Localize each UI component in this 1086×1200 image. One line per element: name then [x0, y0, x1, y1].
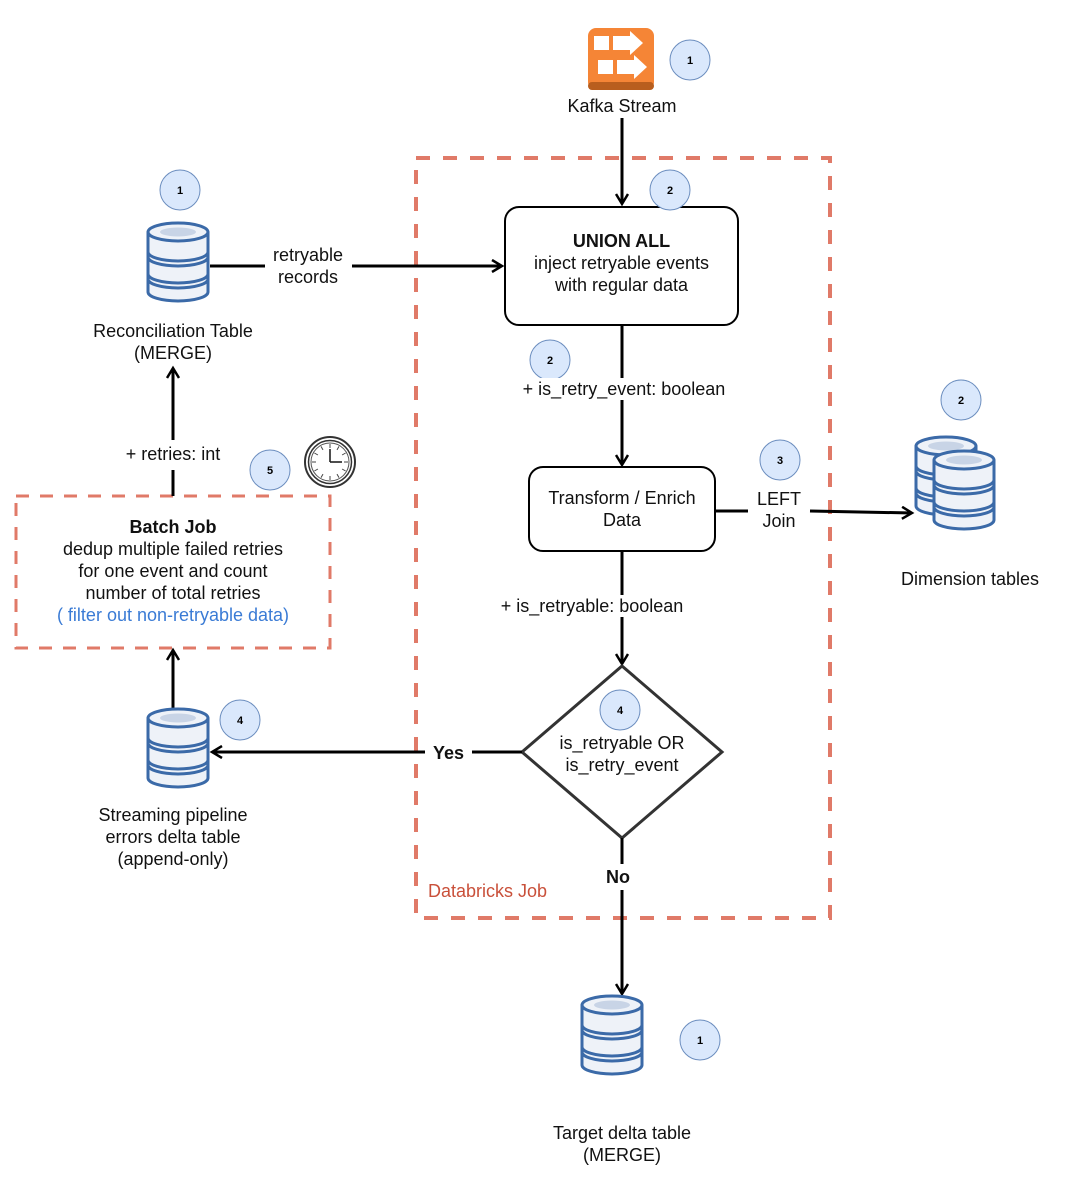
batch-job-line3: number of total retries [85, 583, 261, 603]
badge-errors: 4 [219, 699, 261, 741]
batch-job-title: Batch Job [129, 517, 217, 537]
svg-text:2: 2 [547, 355, 553, 367]
svg-text:5: 5 [267, 465, 273, 477]
left-join-line1: LEFT [756, 489, 801, 509]
batch-job-line1: dedup multiple failed retries [62, 539, 284, 559]
is-retry-event-label: + is_retry_event: boolean [500, 378, 748, 400]
union-all-text: UNION ALL inject retryable events with r… [505, 230, 738, 296]
batch-job-text: Batch Job dedup multiple failed retries … [16, 516, 330, 626]
retries-label: + retries: int [125, 444, 221, 464]
badge-retry-event: 2 [529, 339, 571, 381]
svg-text:4: 4 [617, 705, 624, 717]
transform-line2: Data [602, 510, 642, 530]
transform-line1: Transform / Enrich [548, 488, 696, 508]
target-table-line1: Target delta table [552, 1123, 692, 1143]
svg-text:2: 2 [667, 185, 673, 197]
union-all-title: UNION ALL [572, 231, 671, 251]
badge-dimension: 2 [940, 379, 982, 421]
badge-reconciliation: 1 [159, 169, 201, 211]
errors-table-line3: (append-only) [117, 849, 229, 869]
databricks-job-label: Databricks Job [428, 881, 548, 901]
arrow-join-to-dimension [809, 511, 912, 513]
batch-job-line2: for one event and count [78, 561, 268, 581]
retryable-records-label: retryable records [262, 244, 354, 288]
reconciliation-line1: Reconciliation Table [93, 321, 253, 341]
errors-table-line1: Streaming pipeline [98, 805, 248, 825]
decision-line2: is_retry_event [565, 755, 679, 775]
svg-text:2: 2 [958, 395, 964, 407]
retryable-records-line2: records [277, 267, 339, 287]
svg-text:1: 1 [697, 1035, 703, 1047]
decision-yes-label: Yes [432, 743, 465, 763]
target-table-line2: (MERGE) [583, 1145, 661, 1165]
transform-text: Transform / Enrich Data [529, 487, 715, 531]
decision-line1: is_retryable OR [559, 733, 685, 753]
decision-no-label: No [598, 866, 638, 888]
reconciliation-line2: (MERGE) [134, 343, 212, 363]
batch-job-note: ( filter out non-retryable data) [56, 605, 290, 625]
badge-kafka: 1 [669, 39, 711, 81]
is-retryable-label: + is_retryable: boolean [478, 595, 706, 617]
retryable-records-line1: retryable [272, 245, 344, 265]
badge-target: 1 [679, 1019, 721, 1061]
dimension-tables-icon [914, 435, 996, 531]
union-all-line1: inject retryable events [533, 253, 710, 273]
svg-text:1: 1 [687, 55, 693, 67]
kafka-stream-icon [588, 28, 654, 90]
errors-table-icon [146, 707, 210, 789]
svg-text:4: 4 [237, 715, 244, 727]
clock-icon [304, 436, 356, 488]
left-join-line2: Join [762, 511, 796, 531]
left-join-label: LEFT Join [748, 488, 810, 532]
badge-left-join: 3 [759, 439, 801, 481]
target-table-label: Target delta table (MERGE) [522, 1122, 722, 1166]
errors-table-line2: errors delta table [105, 827, 241, 847]
reconciliation-table-label: Reconciliation Table (MERGE) [78, 320, 268, 364]
badge-union-all: 2 [649, 169, 691, 211]
dimension-tables-label: Dimension tables [900, 569, 1040, 589]
union-all-line2: with regular data [554, 275, 689, 295]
reconciliation-table-icon [146, 221, 210, 303]
errors-table-label: Streaming pipeline errors delta table (a… [78, 804, 268, 870]
svg-text:3: 3 [777, 455, 783, 467]
svg-text:1: 1 [177, 185, 183, 197]
badge-batch-job: 5 [249, 449, 291, 491]
target-table-icon [580, 994, 644, 1076]
kafka-stream-label: Kafka Stream [567, 96, 677, 116]
badge-decision: 4 [599, 689, 641, 731]
decision-text: is_retryable OR is_retry_event [530, 732, 714, 776]
